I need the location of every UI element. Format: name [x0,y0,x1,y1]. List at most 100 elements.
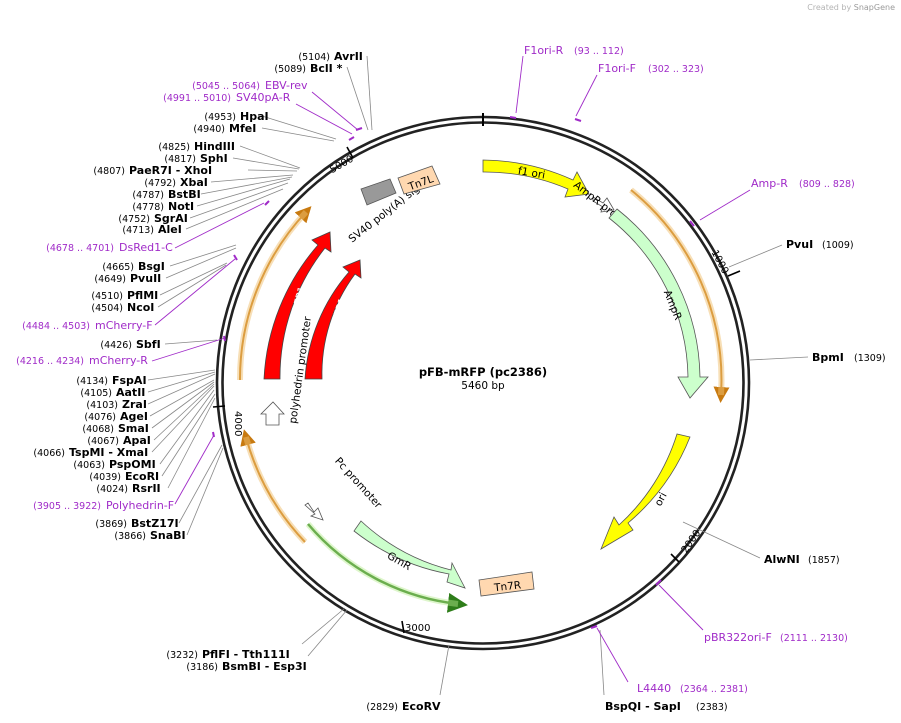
site-name[interactable]: BpmI [812,351,844,364]
pc-promoter-arrow[interactable] [304,502,324,521]
site-name[interactable]: SnaBI [150,529,186,542]
site-name[interactable]: PvuI [786,238,813,251]
site-name[interactable]: EcoRV [402,700,441,713]
left-leader-lines [147,55,450,696]
gmr-arrow[interactable] [353,520,466,589]
primer-range: (2111 .. 2130) [780,633,848,644]
site-name[interactable]: AatII [116,386,145,399]
site-pos: (2383) [696,702,728,713]
site-name[interactable]: HindIII [194,140,235,153]
site-name[interactable]: XbaI [180,176,208,189]
f1-ori-arrow[interactable] [482,159,590,198]
site-name[interactable]: PaeR7I - XhoI [129,164,212,177]
site-name[interactable]: BspQI - SapI [605,700,681,713]
tick-2000-mark [670,553,680,563]
tick-1000-mark [727,270,741,277]
primer-range: (4991 .. 5010) [163,93,231,104]
site-name[interactable]: NotI [168,200,194,213]
site-name[interactable]: SmaI [118,422,149,435]
site-name[interactable]: ZraI [122,398,147,411]
site-name[interactable]: AlwNI [764,553,800,566]
site-pos: (4787) [132,190,164,201]
site-pos: (4067) [87,436,119,447]
primer-name[interactable]: mCherry-R [89,354,148,367]
site-pos: (4134) [76,376,108,387]
ori-arrow[interactable] [600,433,691,550]
site-pos: (4039) [89,472,121,483]
site-pos: (4792) [144,178,176,189]
site-pos: (3866) [114,531,146,542]
ampr-arrow[interactable] [608,208,709,399]
site-name[interactable]: SbfI [136,338,161,351]
site-name[interactable]: PflFI - Tth111I [202,648,290,661]
credit-prefix: Created by [807,3,852,12]
primer-name[interactable]: DsRed1-C [119,241,173,254]
site-name[interactable]: HpaI [240,110,269,123]
tick-1000-label: 1000 [709,248,731,276]
left-site-labels: (5104) AvrII (5089) BclI * (4953) HpaI (… [33,50,441,713]
site-pos: (4068) [82,424,114,435]
site-pos: (4105) [80,388,112,399]
site-pos: (3186) [186,662,218,673]
mrfp1-outer-arrow[interactable] [263,231,332,380]
site-name[interactable]: TspMI - XmaI [69,446,148,459]
polyhedrin-promoter-arrow[interactable] [260,401,285,426]
credit: Created by SnapGene [807,3,895,12]
tick-4000-label: 4000 [232,411,243,436]
site-name[interactable]: NcoI [127,301,154,314]
primer-name[interactable]: Amp-R [751,177,788,190]
site-name[interactable]: SphI [200,152,228,165]
site-pos: (5089) [274,64,306,75]
primer-name[interactable]: mCherry-F [95,319,153,332]
site-pos: (4940) [193,124,225,135]
site-pos: (4807) [93,166,125,177]
left-orf-halo-upper [236,209,309,381]
site-name[interactable]: AgeI [120,410,148,423]
site-name[interactable]: AleI [158,223,182,236]
right-leader-lines [599,244,809,696]
tn7l-box[interactable] [397,165,441,195]
site-name[interactable]: EcoRI [125,470,159,483]
site-name[interactable]: RsrII [132,482,161,495]
site-pos: (1309) [854,353,886,364]
left-orf-line-lower [240,429,306,543]
site-name[interactable]: BsgI [138,260,165,273]
site-pos: (4649) [94,274,126,285]
site-name[interactable]: PspOMI [109,458,156,471]
ampr-promoter-arrow[interactable] [592,196,615,213]
site-name[interactable]: BstZ17I [131,517,179,530]
site-pos: (1857) [808,555,840,566]
sv40-box[interactable] [360,178,397,206]
primer-range: (4216 .. 4234) [16,356,84,367]
pc-promoter-label: Pc promoter [332,455,384,511]
site-pos: (4504) [91,303,123,314]
primer-leader-lines [151,55,751,683]
primer-name[interactable]: L4440 [637,682,671,695]
primer-name[interactable]: Polyhedrin-F [106,499,174,512]
tick-3000-label: 3000 [405,623,430,634]
tn7r-box[interactable] [478,571,535,597]
site-name[interactable]: FspAI [112,374,147,387]
primer-name[interactable]: SV40pA-R [236,91,291,104]
site-name[interactable]: PflMI [127,289,158,302]
site-name[interactable]: PvuII [130,272,161,285]
site-name[interactable]: MfeI [229,122,256,135]
mrfp1-inner-arrow[interactable] [304,259,362,380]
site-name[interactable]: BstBI [168,188,201,201]
primer-labels: F1ori-R (93 .. 112) F1ori-F (302 .. 323)… [16,44,855,695]
primer-name[interactable]: EBV-rev [265,79,308,92]
site-pos: (5104) [298,52,330,63]
site-name[interactable]: AvrII [334,50,363,63]
primer-name[interactable]: F1ori-R [524,44,564,57]
site-pos: (4076) [84,412,116,423]
site-name[interactable]: ApaI [123,434,151,447]
site-name[interactable]: BclI * [310,62,343,75]
primer-name[interactable]: pBR322ori-F [704,631,772,644]
primer-range: (2364 .. 2381) [680,684,748,695]
site-name[interactable]: SgrAI [154,212,188,225]
primer-name[interactable]: F1ori-F [598,62,636,75]
site-pos: (2829) [366,702,398,713]
site-name[interactable]: BsmBI - Esp3I [222,660,307,673]
